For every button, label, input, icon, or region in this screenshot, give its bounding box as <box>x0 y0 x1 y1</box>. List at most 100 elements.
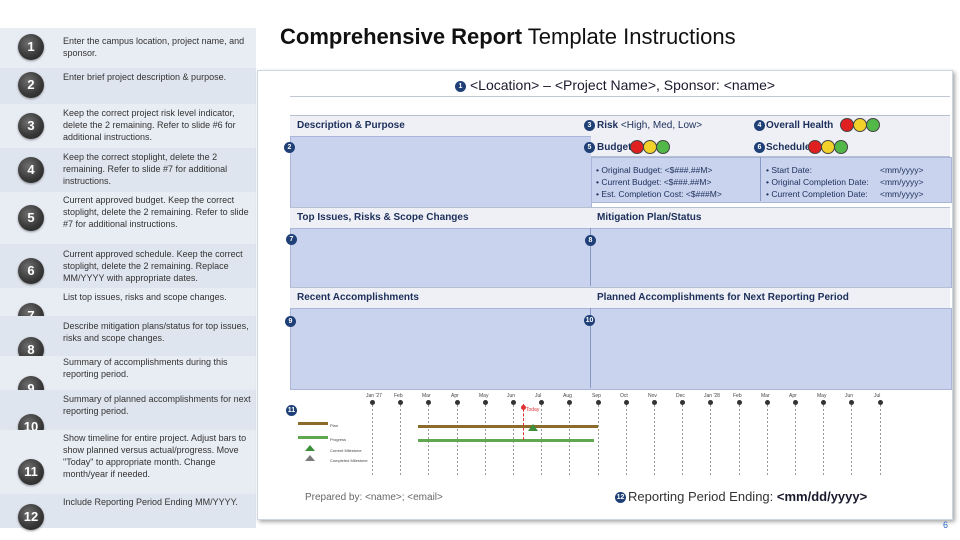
timeline-month-dot <box>849 400 854 405</box>
timeline-month-dot <box>539 400 544 405</box>
timeline-month-dot <box>765 400 770 405</box>
green-stoplight-icon <box>656 140 670 154</box>
timeline-gridline <box>739 405 740 475</box>
timeline-month-dot <box>793 400 798 405</box>
instruction-text: List top issues, risks and scope changes… <box>63 292 227 302</box>
instruction-item: 6 Current approved schedule. Keep the co… <box>0 244 256 288</box>
timeline-month-dot <box>624 400 629 405</box>
instruction-text: Summary of accomplishments during this r… <box>63 357 228 379</box>
timeline-month-label: May <box>479 393 489 399</box>
timeline-gridline <box>598 405 599 475</box>
timeline-month-label: Jan '27 <box>366 393 382 399</box>
timeline-month-label: Mar <box>761 393 770 399</box>
step-badge: 4 <box>18 157 44 183</box>
marker-badge: 12 <box>615 492 626 503</box>
reporting-period: Reporting Period Ending: <mm/dd/yyyy> <box>628 489 868 504</box>
timeline-month-dot <box>596 400 601 405</box>
yellow-stoplight-icon <box>643 140 657 154</box>
timeline-gridline <box>400 405 401 475</box>
legend-label: Current Milestone <box>330 448 362 453</box>
timeline-month-dot <box>426 400 431 405</box>
planned-label: Planned Accomplishments for Next Reporti… <box>597 292 849 303</box>
instruction-item: 9 Summary of accomplishments during this… <box>0 356 256 402</box>
timeline-month-label: Feb <box>733 393 742 399</box>
timeline-month-dot <box>483 400 488 405</box>
step-badge: 12 <box>18 504 44 530</box>
timeline-month-dot <box>455 400 460 405</box>
yellow-stoplight-icon <box>853 118 867 132</box>
page-number: 6 <box>942 520 948 530</box>
timeline-month-label: Apr <box>451 393 459 399</box>
schedule-value: <mm/yyyy> <box>880 177 924 187</box>
timeline-month-label: Oct <box>620 393 628 399</box>
budget-item: • Est. Completion Cost: <$###M> <box>596 189 722 199</box>
instruction-text: Keep the correct stoplight, delete the 2… <box>63 152 228 186</box>
milestone-icon <box>528 424 538 431</box>
timeline-month-label: May <box>817 393 827 399</box>
timeline-gridline <box>372 405 373 475</box>
timeline-month-dot <box>370 400 375 405</box>
timeline-month-dot <box>878 400 883 405</box>
health-label: Overall Health <box>766 120 834 131</box>
schedule-item: • Start Date: <box>766 165 812 175</box>
accomplishments-panel <box>290 308 952 390</box>
marker-badge: 10 <box>584 315 595 326</box>
timeline-gridline <box>682 405 683 475</box>
reporting-date: <mm/dd/yyyy> <box>773 489 868 504</box>
instruction-item: 1 Enter the campus location, project nam… <box>0 28 256 68</box>
timeline-month-dot <box>567 400 572 405</box>
budget-item: • Current Budget: <$###.##M> <box>596 177 712 187</box>
marker-badge: 8 <box>585 235 596 246</box>
milestone-icon <box>305 455 315 461</box>
recent-label: Recent Accomplishments <box>297 292 419 303</box>
instruction-list: 1 Enter the campus location, project nam… <box>0 28 256 530</box>
timeline-month-label: Nov <box>648 393 657 399</box>
timeline-month-dot <box>652 400 657 405</box>
description-panel <box>290 136 592 208</box>
step-badge: 11 <box>18 459 44 485</box>
divider <box>290 96 950 97</box>
timeline-month-label: Mar <box>422 393 431 399</box>
step-badge: 6 <box>18 258 44 284</box>
instruction-item: 11 Show timeline for entire project. Adj… <box>0 430 256 494</box>
report-header: <Location> – <Project Name>, Sponsor: <n… <box>470 77 776 93</box>
marker-badge: 2 <box>284 142 295 153</box>
instruction-text: Include Reporting Period Ending MM/YYYY. <box>63 497 238 507</box>
timeline-gridline <box>851 405 852 475</box>
timeline-month-dot <box>680 400 685 405</box>
step-badge: 2 <box>18 72 44 98</box>
prepared-by: Prepared by: <name>; <email> <box>305 492 443 503</box>
red-stoplight-icon <box>808 140 822 154</box>
instruction-item: 2 Enter brief project description & purp… <box>0 68 256 104</box>
today-line <box>523 404 525 440</box>
timeline-month-dot <box>737 400 742 405</box>
instruction-item: 12 Include Reporting Period Ending MM/YY… <box>0 494 256 530</box>
timeline-gridline <box>710 405 711 475</box>
issues-panel <box>290 228 952 288</box>
green-stoplight-icon <box>866 118 880 132</box>
risk-value: <High, Med, Low> <box>620 120 703 131</box>
red-stoplight-icon <box>840 118 854 132</box>
legend-swatch <box>298 436 328 439</box>
timeline-month-label: Dec <box>676 393 685 399</box>
legend-swatch <box>298 422 328 425</box>
timeline-gridline <box>823 405 824 475</box>
today-label: Today <box>526 407 540 413</box>
risk-label: Risk <High, Med, Low> <box>597 120 703 131</box>
schedule-value: <mm/yyyy> <box>880 165 924 175</box>
timeline-gridline <box>880 405 881 475</box>
milestone-icon <box>305 445 315 451</box>
timeline-month-dot <box>821 400 826 405</box>
timeline-month-label: Jun <box>507 393 516 399</box>
schedule-item: • Current Completion Date: <box>766 189 868 199</box>
timeline-gridline <box>626 405 627 475</box>
timeline-month-label: Jun <box>845 393 854 399</box>
budget-schedule-panel <box>591 157 952 203</box>
marker-badge: 11 <box>286 405 297 416</box>
column-divider <box>590 228 591 286</box>
timeline-month-label: Aug <box>563 393 572 399</box>
timeline-gridline <box>767 405 768 475</box>
budget-item: • Original Budget: <$###.##M> <box>596 165 713 175</box>
mitigation-label: Mitigation Plan/Status <box>597 212 702 223</box>
instruction-item: 7 List top issues, risks and scope chang… <box>0 288 256 329</box>
